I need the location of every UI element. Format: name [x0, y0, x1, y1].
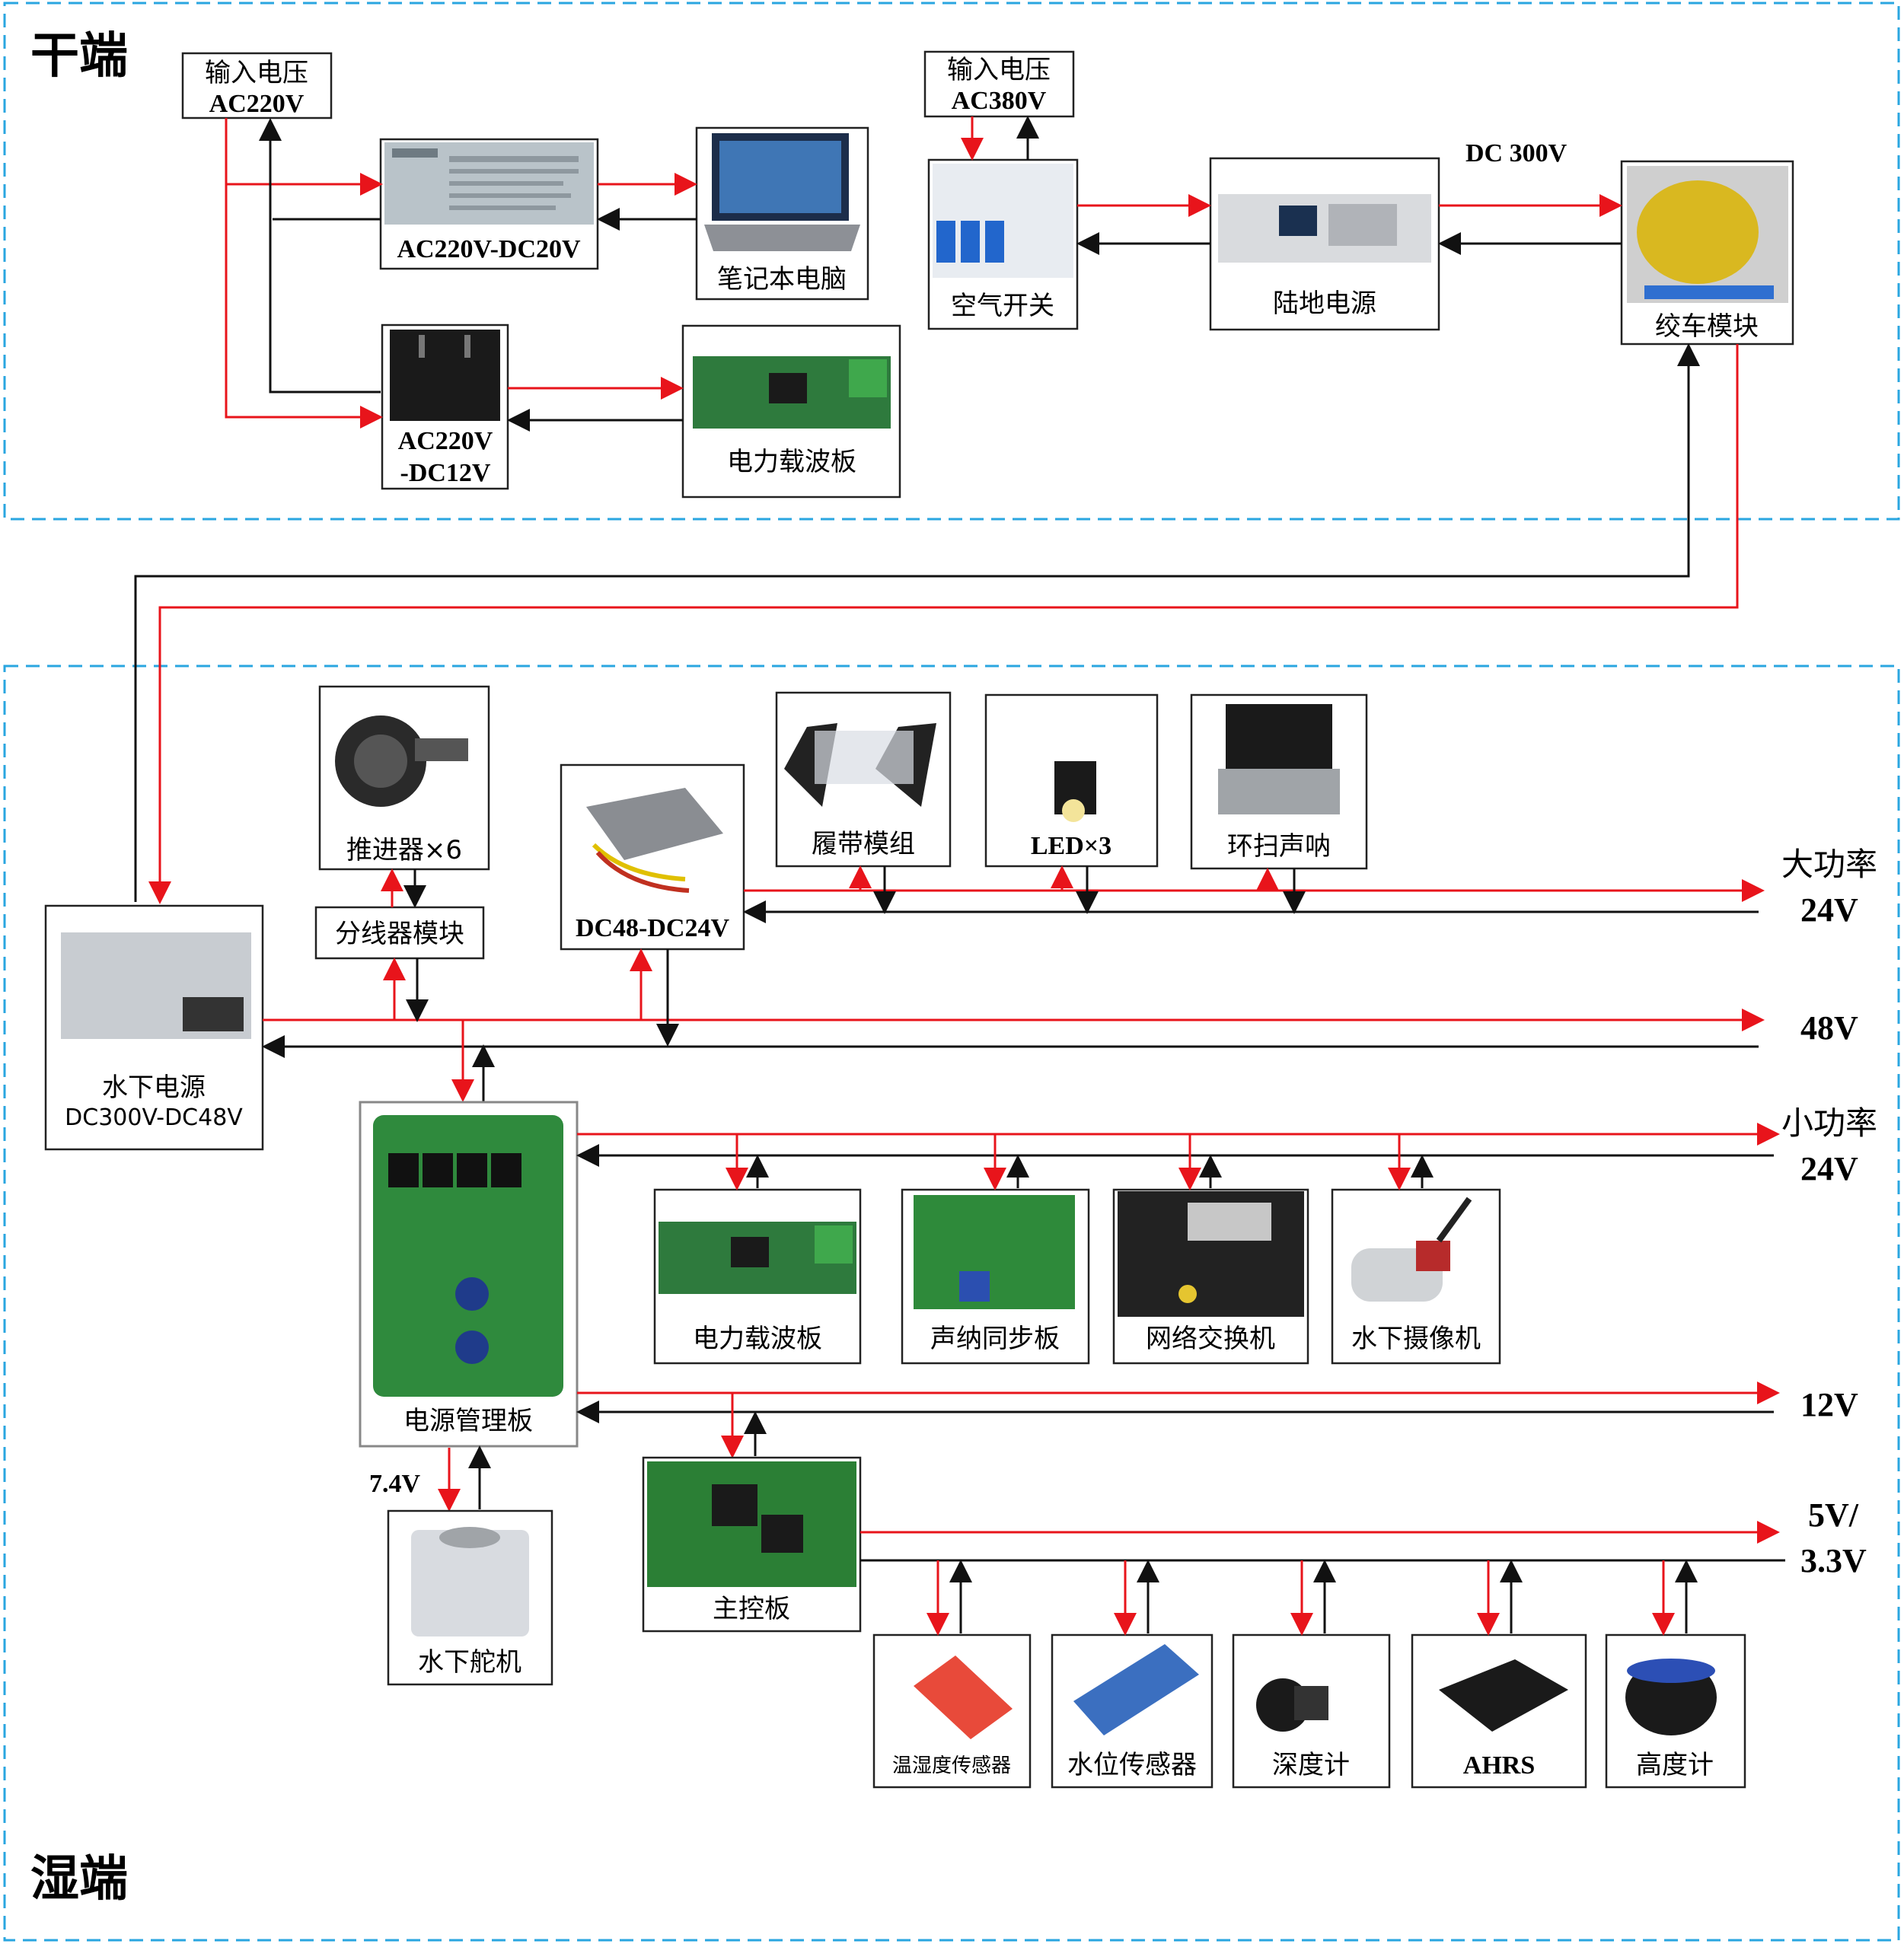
uw-power-label-1: 水下电源 [102, 1072, 206, 1103]
wet-zone-label: 湿端 [30, 1851, 128, 1907]
water-level-image [1073, 1644, 1199, 1735]
led-label: LED×3 [1031, 832, 1111, 860]
land-power-box: 陆地电源 [1209, 157, 1440, 331]
thruster-box: 推进器×6 [318, 685, 490, 871]
rail-label-3v3: 3.3V [1800, 1542, 1867, 1579]
depth-box: 深度计 [1232, 1633, 1391, 1789]
wet-plc-board-box: 电力载波板 [653, 1188, 862, 1365]
input-ac220-label: 输入电压 [205, 58, 308, 88]
scan-sonar-label: 环扫声呐 [1227, 831, 1331, 862]
pmb-label: 电源管理板 [403, 1406, 533, 1436]
tether-red [148, 344, 1739, 904]
sonar-sync-box: 声纳同步板 [901, 1188, 1090, 1365]
dc48-24-label: DC48-DC24V [576, 914, 730, 942]
wet-zone [3, 664, 1900, 1942]
altimeter-box: 高度计 [1605, 1633, 1746, 1789]
ahrs-box: AHRS [1411, 1633, 1587, 1789]
net-switch-box: 网络交换机 [1112, 1188, 1309, 1365]
laptop-box: 笔记本电脑 [695, 126, 869, 301]
temp-hum-label: 温湿度传感器 [892, 1754, 1011, 1777]
dc48-24-image [586, 788, 723, 860]
input-ac380-label: 输入电压 [947, 55, 1051, 85]
rail-label-48v: 48V [1800, 1009, 1858, 1047]
rail-label-12v: 12V [1800, 1386, 1858, 1423]
thruster-label: 推进器×6 [346, 835, 462, 865]
ac220-black-return [259, 118, 381, 394]
ahrs-image [1439, 1659, 1568, 1732]
uw-power-box: 水下电源 DC300V-DC48V [44, 904, 264, 1151]
rail-label-5v: 5V/ [1808, 1496, 1859, 1534]
scan-sonar-box: 环扫声呐 [1190, 693, 1368, 870]
servo-label: 水下舵机 [418, 1647, 521, 1678]
sonar-sync-label: 声纳同步板 [930, 1324, 1060, 1354]
temp-hum-box: 温湿度传感器 [872, 1633, 1032, 1789]
pmb-box: 电源管理板 [359, 1101, 579, 1448]
uw-camera-box: 水下摄像机 [1331, 1188, 1501, 1365]
winch-label: 绞车模块 [1655, 311, 1759, 342]
land-power-label: 陆地电源 [1273, 288, 1376, 319]
air-switch-label: 空气开关 [951, 291, 1054, 321]
splitter-label: 分线器模块 [335, 919, 464, 949]
input-ac220-box: 输入电压 AC220V [181, 52, 333, 120]
water-level-box: 水位传感器 [1051, 1633, 1214, 1789]
splitter-box: 分线器模块 [314, 906, 485, 960]
net-switch-label: 网络交换机 [1146, 1324, 1275, 1354]
scan-sonar-image [1226, 704, 1332, 773]
winch-box: 绞车模块 [1620, 160, 1794, 346]
land-power-image [1218, 194, 1431, 263]
dc48-24-box: DC48-DC24V [560, 763, 745, 951]
input-ac380-value: AC380V [952, 87, 1047, 115]
rail-label-high-power-v: 24V [1800, 891, 1858, 929]
tether-black [134, 343, 1700, 902]
servo-box: 水下舵机 [387, 1509, 553, 1686]
input-ac380-box: 输入电压 AC380V [923, 50, 1075, 118]
dry-plc-board-label: 电力载波板 [727, 447, 856, 477]
track-label: 履带模组 [812, 829, 915, 859]
dc300v-label: DC 300V [1465, 139, 1568, 167]
wet-plc-board-label: 电力载波板 [693, 1324, 822, 1354]
air-switch-box: 空气开关 [927, 158, 1079, 330]
altimeter-label: 高度计 [1636, 1750, 1714, 1780]
servo-image [411, 1530, 529, 1636]
track-box: 履带模组 [775, 691, 952, 868]
uw-power-label-2: DC300V-DC48V [65, 1104, 243, 1131]
rail-label-low-power-v: 24V [1800, 1150, 1858, 1187]
depth-label: 深度计 [1272, 1750, 1350, 1780]
main-ctrl-label: 主控板 [713, 1594, 790, 1624]
ac220-red-trunk [225, 118, 383, 429]
sonar-sync-image [914, 1195, 1075, 1309]
adapter-12v-image [390, 330, 500, 421]
dry-zone-label: 干端 [30, 28, 128, 84]
adapter-12v-label-2: -DC12V [400, 459, 491, 487]
rail-label-low-power: 小功率 [1781, 1104, 1877, 1142]
laptop-label: 笔记本电脑 [717, 264, 847, 295]
ahrs-label: AHRS [1463, 1751, 1535, 1780]
adapter-12v-box: AC220V -DC12V [381, 323, 509, 490]
main-ctrl-box: 主控板 [642, 1456, 862, 1633]
temp-hum-image [914, 1656, 1013, 1739]
led-box: LED×3 [984, 693, 1159, 868]
input-ac220-value: AC220V [209, 90, 305, 118]
dry-zone [3, 2, 1900, 521]
rail-label-high-power: 大功率 [1781, 846, 1877, 883]
servo-voltage-label: 7.4V [369, 1470, 421, 1498]
adapter-12v-label-1: AC220V [398, 427, 493, 455]
uw-camera-label: 水下摄像机 [1351, 1324, 1481, 1354]
adapter-20v-label: AC220V-DC20V [397, 235, 581, 263]
dry-plc-board-box: 电力载波板 [681, 324, 901, 499]
adapter-20v-box: AC220V-DC20V [379, 138, 599, 270]
water-level-label: 水位传感器 [1067, 1750, 1197, 1780]
